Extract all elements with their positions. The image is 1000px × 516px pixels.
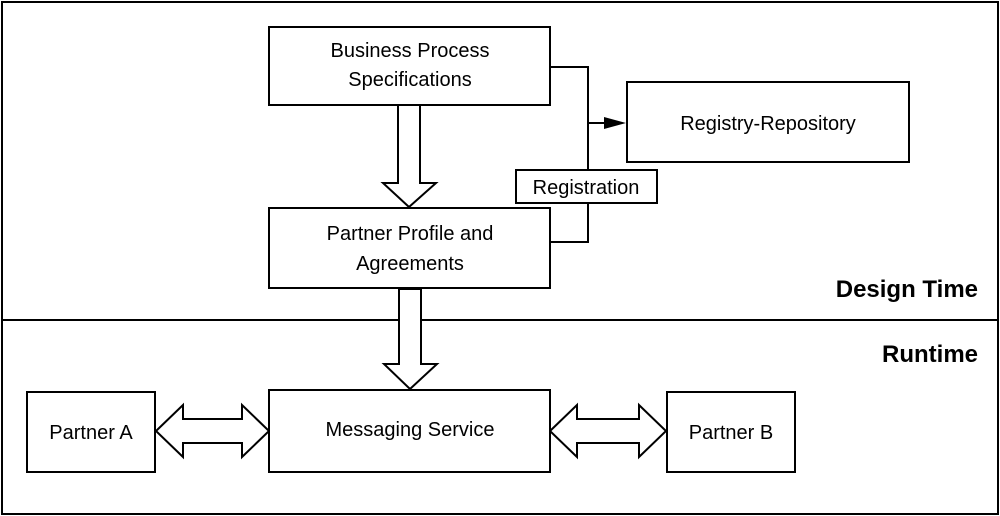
partner-profile-agreements-box: Partner Profile and Agreements xyxy=(268,207,551,289)
registration-box: Registration xyxy=(515,169,658,204)
registry-repository-label: Registry-Repository xyxy=(680,113,856,135)
bps-label-line1: Business Process xyxy=(331,40,490,62)
partner-a-label: Partner A xyxy=(49,422,133,444)
partner-b-box: Partner B xyxy=(666,391,796,473)
messaging-service-box: Messaging Service xyxy=(268,389,551,473)
runtime-region xyxy=(1,319,999,515)
messaging-service-label: Messaging Service xyxy=(326,419,495,441)
registry-repository-box: Registry-Repository xyxy=(626,81,910,163)
partner-a-box: Partner A xyxy=(26,391,156,473)
partner-b-label: Partner B xyxy=(689,422,773,444)
bps-label-line2: Specifications xyxy=(348,69,471,91)
runtime-title: Runtime xyxy=(882,341,978,368)
business-process-specifications-box: Business Process Specifications xyxy=(268,26,551,106)
partner-a-messaging-double-arrow xyxy=(154,402,271,460)
profile-to-messaging-arrow xyxy=(381,288,440,391)
bps-to-registry-line xyxy=(550,66,589,243)
design-time-title: Design Time xyxy=(836,276,978,303)
messaging-partner-b-double-arrow xyxy=(548,402,668,460)
profile-label-line2: Agreements xyxy=(356,253,464,275)
bps-to-profile-arrow xyxy=(380,104,439,209)
registry-arrowhead xyxy=(604,117,626,129)
profile-label-line1: Partner Profile and xyxy=(327,223,494,245)
registration-label: Registration xyxy=(533,177,640,199)
